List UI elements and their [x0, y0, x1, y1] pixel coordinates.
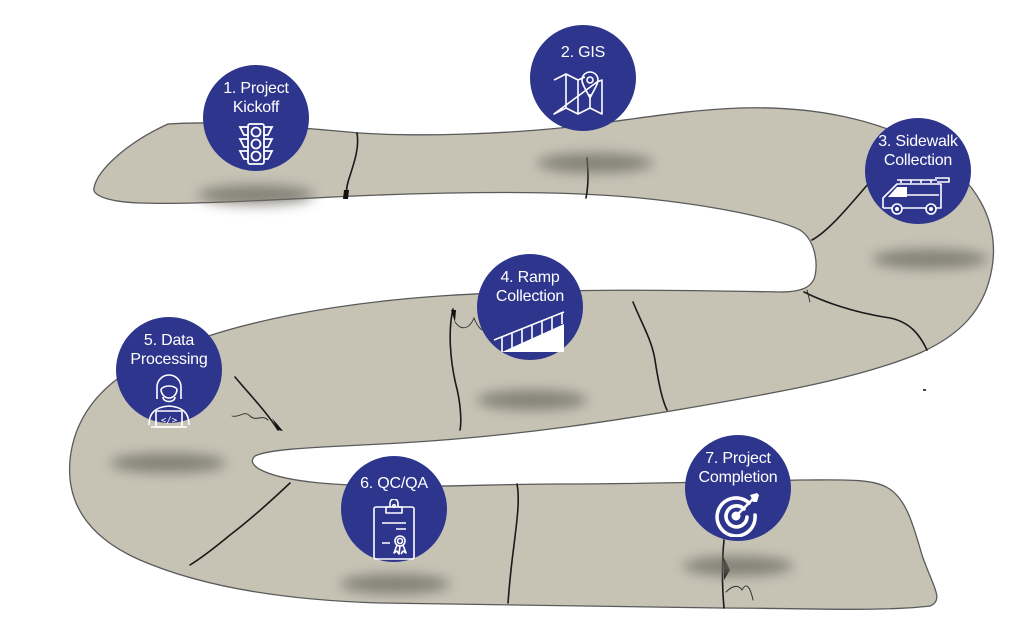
milestone-label-line1: 3. Sidewalk — [878, 133, 958, 150]
crack — [507, 483, 520, 604]
milestone-label-line2: Kickoff — [232, 99, 280, 116]
milestone-label-line1: 2. GIS — [560, 44, 606, 61]
crack-wedge — [343, 190, 349, 199]
crack — [449, 308, 462, 431]
milestone-shadow — [110, 453, 226, 473]
milestone-shadow — [477, 390, 587, 410]
target-arrow-icon — [715, 493, 759, 537]
milestone-label-line1: 4. Ramp — [500, 269, 560, 286]
milestone-sidewalk-collection[interactable]: 3. Sidewalk Collection — [865, 118, 971, 224]
crack-wedge — [272, 418, 283, 431]
crack — [806, 289, 811, 303]
milestone-project-completion[interactable]: 7. Project Completion — [685, 435, 791, 541]
crack — [231, 413, 269, 421]
milestone-label-line2: Collection — [495, 288, 565, 305]
crack — [632, 301, 668, 411]
milestone-project-kickoff[interactable]: 1. Project Kickoff — [203, 65, 309, 171]
stray-dot — [923, 389, 926, 391]
crack — [803, 291, 928, 351]
milestone-shadow — [340, 574, 450, 594]
milestone-shadow — [872, 249, 988, 269]
milestone-gis[interactable]: 2. GIS — [530, 25, 636, 131]
milestone-label-line2: Completion — [698, 469, 778, 486]
milestone-shadow — [683, 556, 793, 576]
milestone-label-line1: 6. QC/QA — [360, 475, 428, 492]
milestone-label-line2: Collection — [883, 152, 953, 169]
milestone-shadow — [537, 153, 653, 173]
crack-wedge — [451, 310, 456, 322]
milestone-label-line2: Processing — [130, 351, 208, 368]
certificate-clipboard-icon — [373, 499, 415, 560]
milestone-label-line1: 1. Project — [223, 80, 289, 97]
ramp-icon — [493, 311, 565, 352]
crack — [189, 482, 291, 566]
svg-text:</>: </> — [161, 416, 178, 426]
milestone-ramp-collection[interactable]: 4. Ramp Collection — [477, 254, 583, 360]
milestone-label-line1: 5. Data — [143, 332, 195, 349]
crack — [725, 585, 754, 601]
milestone-shadow — [198, 185, 314, 205]
milestone-qc-qa[interactable]: 6. QC/QA — [341, 456, 447, 562]
traffic-light-icon — [238, 123, 274, 165]
milestone-data-processing[interactable]: 5. Data Processing </> — [116, 317, 222, 428]
milestone-label-line1: 7. Project — [705, 450, 771, 467]
developer-laptop-icon: </> — [148, 374, 190, 428]
van-icon — [882, 177, 950, 215]
map-pin-icon — [553, 71, 603, 115]
crack — [234, 376, 279, 431]
